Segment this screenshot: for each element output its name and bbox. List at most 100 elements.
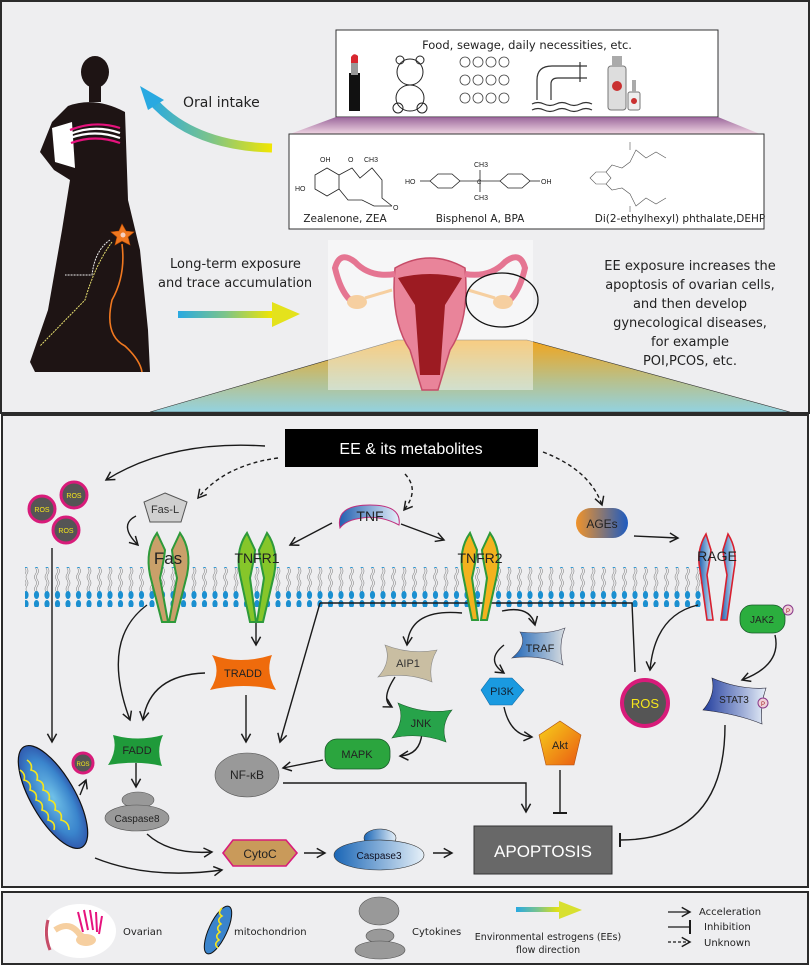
legend-label-cytokines: Cytokines bbox=[412, 927, 461, 938]
stat3-node bbox=[702, 677, 767, 725]
sources-box: Food, sewage, daily necessities, etc. bbox=[335, 29, 719, 118]
caspase8-label: Caspase8 bbox=[114, 814, 159, 825]
teddy-bear-icon bbox=[392, 55, 428, 114]
chemical-name-bpa: Bisphenol A, BPA bbox=[436, 213, 525, 225]
tnfr2-receptor: TNFR2 bbox=[457, 530, 503, 621]
arrow-jak2-to-stat3 bbox=[740, 634, 777, 683]
arrow-tnfr2-to-nfkb bbox=[277, 602, 321, 744]
ros-molecule-icon bbox=[51, 515, 81, 545]
tnfr1-label: TNFR1 bbox=[234, 550, 279, 566]
traf-label: TRAF bbox=[526, 643, 555, 655]
arrow-tnf-to-tnfr2 bbox=[400, 523, 446, 543]
akt-label: Akt bbox=[552, 740, 568, 752]
fadd-node bbox=[108, 735, 163, 766]
bpa-oh-label: OH bbox=[541, 179, 552, 186]
gradient-arrow-icon bbox=[516, 907, 561, 912]
exposure-label-line1: Long-term exposure bbox=[170, 257, 301, 272]
description-text: EE exposure increases the apoptosis of o… bbox=[604, 259, 775, 369]
fasl-label: Fas-L bbox=[151, 504, 179, 516]
tnf-label: TNF bbox=[356, 508, 383, 524]
arrow-ee-to-fasl bbox=[197, 457, 279, 500]
arrow-fas-to-fadd bbox=[117, 604, 148, 722]
ros-mito-node bbox=[71, 751, 95, 775]
ros-molecule-icon bbox=[59, 480, 89, 510]
ages-node bbox=[576, 508, 628, 538]
zea-o-label: O bbox=[348, 157, 354, 164]
legend-label-ovarian: Ovarian bbox=[123, 927, 162, 938]
zea-oh-label: OH bbox=[320, 157, 331, 164]
bpa-c-label: C bbox=[477, 180, 482, 186]
tnf-node bbox=[338, 504, 400, 530]
jnk-node bbox=[391, 702, 453, 743]
nfkb-label: NF-κB bbox=[230, 768, 264, 782]
jak2-node bbox=[739, 604, 786, 634]
sources-connector-icon bbox=[290, 117, 760, 134]
sewage-pipe-icon bbox=[531, 62, 593, 113]
phospho-label: P bbox=[786, 609, 790, 615]
description-line: POI,PCOS, etc. bbox=[643, 354, 737, 369]
apoptosis-label: APOPTOSIS bbox=[494, 842, 592, 861]
fadd-label: FADD bbox=[122, 745, 151, 757]
arrow-aip1-to-jnk bbox=[382, 676, 396, 708]
pathway-arrows bbox=[46, 444, 777, 877]
tnfr1-receptor: TNFR1 bbox=[234, 531, 280, 623]
zea-ho-label: HO bbox=[295, 186, 306, 193]
arrow-ages-to-rage bbox=[633, 532, 680, 543]
description-line: apoptosis of ovarian cells, bbox=[605, 278, 775, 293]
jak2-label: JAK2 bbox=[750, 615, 774, 626]
ee-source-box bbox=[285, 429, 538, 467]
mitochondrion-node bbox=[17, 744, 89, 850]
pathway-panel: EE & its metabolites bbox=[1, 414, 809, 888]
arrow-rage-to-ros bbox=[645, 604, 699, 672]
arrow-tnfr2-to-traf bbox=[501, 608, 539, 627]
akt-node bbox=[538, 720, 582, 766]
ros-label: ROS bbox=[34, 507, 50, 514]
exposure-arrowhead-icon bbox=[272, 302, 300, 327]
pi3k-node bbox=[480, 677, 525, 706]
aip1-label: AIP1 bbox=[396, 658, 420, 670]
spray-bottle-icon bbox=[607, 56, 641, 111]
mapk-node bbox=[324, 738, 391, 770]
stat3-label: STAT3 bbox=[719, 695, 749, 706]
ages-label: AGEs bbox=[586, 517, 617, 531]
legend-label-mitochondrion: mitochondrion bbox=[234, 927, 307, 938]
traf-node bbox=[510, 627, 566, 666]
description-line: and then develop bbox=[633, 297, 747, 312]
ovary-icon bbox=[44, 904, 116, 958]
arrow-caspase8-to-cytoc bbox=[146, 833, 214, 858]
accumulation-platform-icon bbox=[149, 339, 791, 413]
arrow-ee-to-ros bbox=[104, 444, 266, 481]
bpa-ch3-bottom-label: CH3 bbox=[474, 195, 488, 202]
description-line: for example bbox=[651, 335, 729, 350]
legend-label-inhibition: Inhibition bbox=[704, 922, 751, 933]
legend-label-unknown: Unknown bbox=[704, 938, 750, 949]
arrow-tnf-to-tnfr1 bbox=[288, 522, 333, 546]
zea-ch3-label: CH3 bbox=[364, 157, 378, 164]
legend-label-flow-line2: flow direction bbox=[516, 945, 580, 956]
legend-label-acceleration: Acceleration bbox=[699, 907, 761, 918]
arrow-mapk-to-nfkb bbox=[281, 759, 324, 772]
fruits-vegetables-icon bbox=[459, 56, 510, 104]
oral-intake-label: Oral intake bbox=[183, 95, 260, 111]
phospho-label: P bbox=[761, 702, 765, 708]
exposure-arrow-icon bbox=[178, 311, 273, 318]
cell-membrane bbox=[25, 567, 707, 607]
uterus-icon bbox=[328, 240, 539, 391]
woman-silhouette-icon bbox=[30, 56, 150, 373]
description-line: gynecological diseases, bbox=[613, 316, 767, 331]
chemical-name-zea: Zealenone, ZEA bbox=[303, 213, 387, 225]
sources-box-title: Food, sewage, daily necessities, etc. bbox=[422, 38, 632, 52]
rage-label: RAGE bbox=[697, 548, 737, 564]
gradient-arrowhead-icon bbox=[559, 901, 582, 919]
fas-receptor: Fas bbox=[147, 531, 190, 623]
arrow-ee-to-ages bbox=[542, 451, 605, 507]
ee-source-label: EE & its metabolites bbox=[339, 441, 482, 458]
ros-cluster: ROS ROS ROS bbox=[27, 480, 89, 545]
fas-label: Fas bbox=[154, 549, 182, 568]
arrow-tnfr2-to-aip1 bbox=[402, 611, 463, 647]
lipstick-icon bbox=[349, 54, 360, 111]
ovary-highlight-circle bbox=[465, 272, 539, 328]
arrow-pi3k-to-akt bbox=[503, 706, 534, 742]
rage-receptor: RAGE bbox=[697, 532, 737, 621]
